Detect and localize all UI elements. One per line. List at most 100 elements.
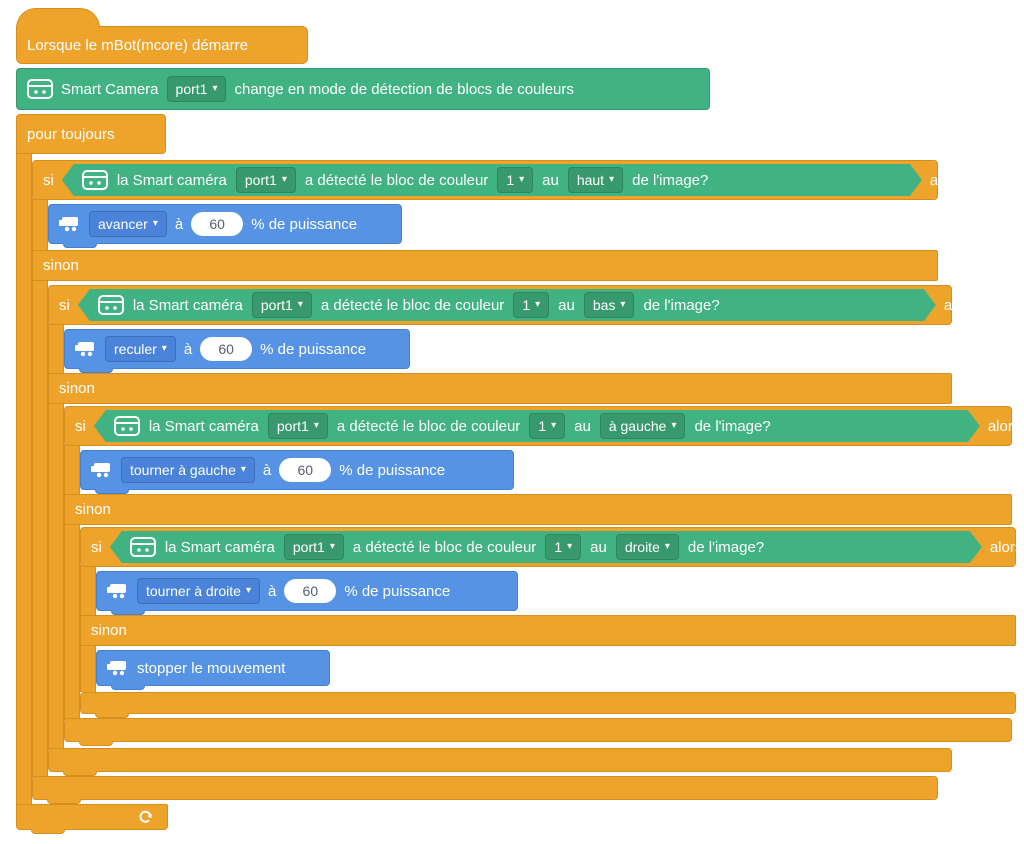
port-dropdown[interactable]: port1 ▾ [268,413,328,439]
when-started-hat-block[interactable]: Lorsque le mBot(mcore) démarre [16,26,308,64]
if-block-3-header[interactable]: si la Smart caméra port1 ▾ a détecté le … [64,406,1020,446]
mbot-motor-icon [91,462,113,478]
camera-condition-2[interactable]: la Smart caméra port1 ▾ a détecté le blo… [78,289,936,321]
dropdown-arrow-icon: ▾ [161,343,167,354]
condition-detect: a détecté le bloc de couleur [320,296,505,314]
if-keyword: si [59,296,70,314]
if-block-3-end[interactable] [64,718,1012,746]
position-dropdown[interactable]: haut ▾ [568,167,623,193]
at-label: à [267,582,277,600]
if-block-4-end[interactable] [80,692,1016,718]
power-suffix: % de puissance [260,340,367,358]
forever-block-top[interactable]: pour toujours [16,114,166,154]
camera-mode-block[interactable]: Smart Camera port1 ▾ change en mode de d… [16,68,710,110]
condition-prefix: la Smart caméra [148,417,259,435]
condition-detect: a détecté le bloc de couleur [352,538,537,556]
camera-condition-1[interactable]: la Smart caméra port1 ▾ a détecté le blo… [62,164,922,196]
dropdown-arrow-icon: ▾ [152,218,158,229]
port-dropdown[interactable]: port1 ▾ [284,534,344,560]
camera-condition-4[interactable]: la Smart caméra port1 ▾ a détecté le blo… [110,531,982,563]
then-keyword: alors [943,296,977,314]
dropdown-value: port1 [260,297,293,313]
else-bar-2[interactable]: sinon [48,373,952,404]
color-index-dropdown[interactable]: 1 ▾ [529,413,565,439]
port-dropdown[interactable]: port1 ▾ [236,167,296,193]
camera-mode-label: change en mode de détection de blocs de … [234,80,574,98]
dropdown-value: droite [624,539,660,555]
power-input[interactable]: 60 [279,458,332,482]
dropdown-value: port1 [175,81,208,97]
dropdown-arrow-icon: ▾ [535,299,541,310]
color-index-dropdown[interactable]: 1 ▾ [497,167,533,193]
port-dropdown[interactable]: port1 ▾ [252,292,312,318]
forever-block-spine [16,152,32,806]
move-block-2[interactable]: reculer ▾ à 60 % de puissance [64,329,410,373]
move-block-3[interactable]: tourner à gauche ▾ à 60 % de puissance [80,450,514,494]
dropdown-arrow-icon: ▾ [281,174,287,185]
block-notch [95,713,129,718]
at-label: à [174,215,184,233]
dropdown-value: avancer [98,216,148,232]
condition-suffix: de l'image? [632,171,709,189]
move-block-4[interactable]: tourner à droite ▾ à 60 % de puissance [96,571,518,615]
else-bar-1[interactable]: sinon [32,250,938,281]
else-bar-4[interactable]: sinon [80,615,1016,646]
power-input[interactable]: 60 [200,337,253,361]
block-notch [63,771,97,776]
power-input[interactable]: 60 [284,579,337,603]
block-notch [79,368,113,373]
else-label: sinon [59,380,95,397]
dropdown-arrow-icon: ▾ [567,541,573,552]
if-keyword: si [43,171,54,189]
else-bar-3[interactable]: sinon [64,494,1012,525]
loop-arrow-icon [138,810,153,824]
color-index-dropdown[interactable]: 1 ▾ [545,534,581,560]
condition-suffix: de l'image? [687,538,765,556]
condition-au: au [558,296,575,314]
dropdown-arrow-icon: ▾ [245,585,251,596]
dropdown-arrow-icon: ▾ [313,420,319,431]
power-input[interactable]: 60 [191,212,244,236]
if-block-1-header[interactable]: si la Smart caméra port1 ▾ a détecté le … [32,160,962,200]
port-dropdown[interactable]: port1 ▾ [166,76,227,102]
forever-block-bottom[interactable] [16,804,168,834]
if-block-2-end[interactable] [48,748,952,776]
condition-prefix: la Smart caméra [132,296,243,314]
camera-condition-3[interactable]: la Smart caméra port1 ▾ a détecté le blo… [94,410,980,442]
smart-camera-icon [98,295,124,315]
if-keyword: si [75,417,86,435]
if-block-2-spine [48,323,64,750]
dropdown-value: 1 [554,539,563,555]
condition-prefix: la Smart caméra [116,171,227,189]
if-block-1-spine [32,198,48,778]
dropdown-arrow-icon: ▾ [551,420,557,431]
color-index-dropdown[interactable]: 1 ▾ [513,292,549,318]
forever-label: pour toujours [27,125,115,143]
at-label: à [183,340,193,358]
position-dropdown[interactable]: à gauche ▾ [600,413,686,439]
dropdown-value: port1 [292,539,325,555]
position-dropdown[interactable]: bas ▾ [584,292,635,318]
dropdown-arrow-icon: ▾ [297,299,303,310]
condition-au: au [542,171,559,189]
direction-dropdown[interactable]: tourner à droite ▾ [137,578,260,604]
if-block-1-end[interactable] [32,776,938,804]
block-notch [111,610,145,615]
dropdown-value: tourner à droite [146,583,241,599]
direction-dropdown[interactable]: reculer ▾ [105,336,176,362]
direction-dropdown[interactable]: avancer ▾ [89,211,167,237]
position-dropdown[interactable]: droite ▾ [616,534,679,560]
condition-suffix: de l'image? [643,296,720,314]
move-block-1[interactable]: avancer ▾ à 60 % de puissance [48,204,402,248]
dropdown-arrow-icon: ▾ [240,464,246,475]
camera-block-title: Smart Camera [61,80,159,98]
at-label: à [262,461,272,479]
direction-dropdown[interactable]: tourner à gauche ▾ [121,457,255,483]
dropdown-value: port1 [276,418,309,434]
if-block-2-header[interactable]: si la Smart caméra port1 ▾ a détecté le … [48,285,976,325]
if-block-4-header[interactable]: si la Smart caméra port1 ▾ a détecté le … [80,527,1022,567]
condition-suffix: de l'image? [694,417,771,435]
then-keyword: alors [929,171,963,189]
stop-block[interactable]: stopper le mouvement [96,650,330,690]
mbot-motor-icon [59,216,81,232]
